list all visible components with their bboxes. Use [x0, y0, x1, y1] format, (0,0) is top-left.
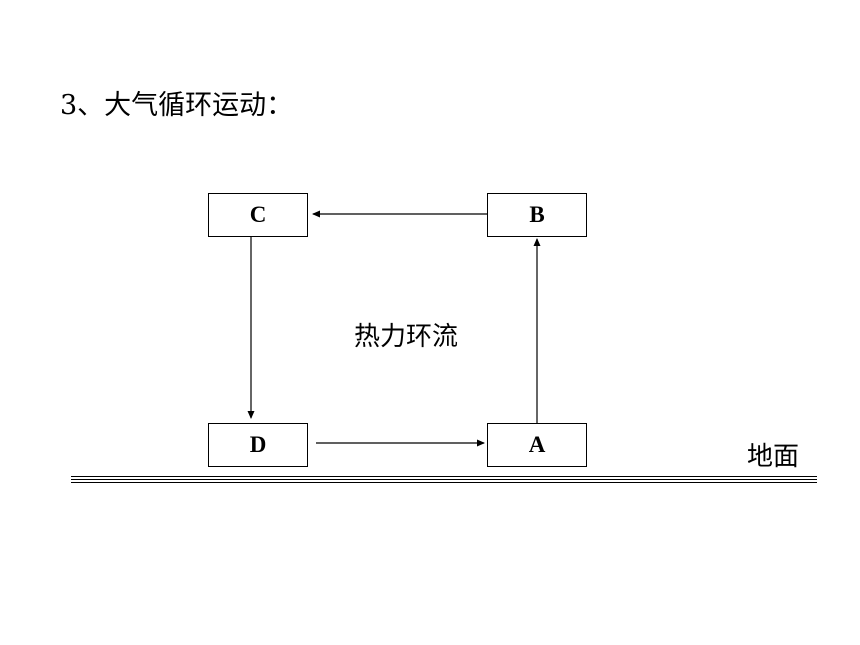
box-c: C	[208, 193, 308, 237]
ground-line	[71, 476, 817, 477]
box-a-label: A	[528, 432, 546, 457]
box-a: A	[487, 423, 587, 467]
ground-line	[71, 479, 817, 480]
thermal-circulation-label: 热力环流	[354, 322, 459, 352]
box-b: B	[487, 193, 587, 237]
box-b-label: B	[529, 202, 545, 227]
ground-line	[71, 482, 817, 483]
section-heading: 3、大气循环运动：	[60, 90, 294, 121]
ground-label: 地面	[747, 442, 800, 472]
box-d: D	[208, 423, 308, 467]
box-c-label: C	[249, 202, 267, 227]
box-d-label: D	[249, 432, 267, 457]
